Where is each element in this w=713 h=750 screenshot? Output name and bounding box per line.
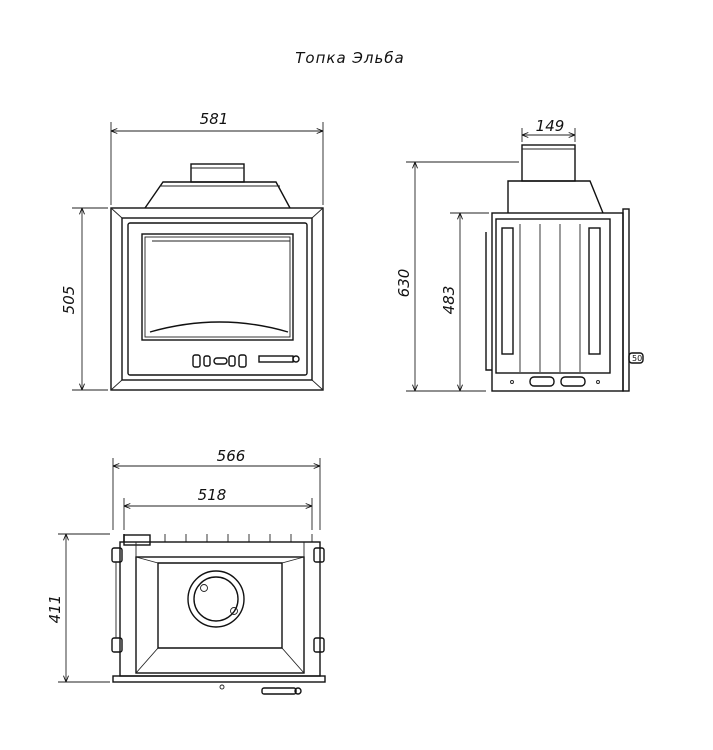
side-view: 50 <box>485 144 644 392</box>
dim-flue-diameter: 149 <box>536 117 565 135</box>
dim-depth: 411 <box>46 595 64 624</box>
dim-side-height: 483 <box>440 286 458 315</box>
side-dimensions: 149 630 483 <box>395 117 576 392</box>
top-dimensions: 566 518 411 <box>46 447 321 683</box>
front-dimensions: 581 505 <box>60 110 324 391</box>
dim-top-inner-width: 518 <box>198 486 227 504</box>
dim-top-outer-width: 566 <box>217 447 246 465</box>
drawing-title: Топка Эльба <box>295 49 405 67</box>
svg-text:50: 50 <box>632 354 642 363</box>
dim-front-width: 581 <box>200 110 229 128</box>
top-view <box>111 534 326 695</box>
dim-front-height: 505 <box>60 286 78 315</box>
dim-total-height: 630 <box>395 269 413 298</box>
front-view <box>110 163 324 391</box>
